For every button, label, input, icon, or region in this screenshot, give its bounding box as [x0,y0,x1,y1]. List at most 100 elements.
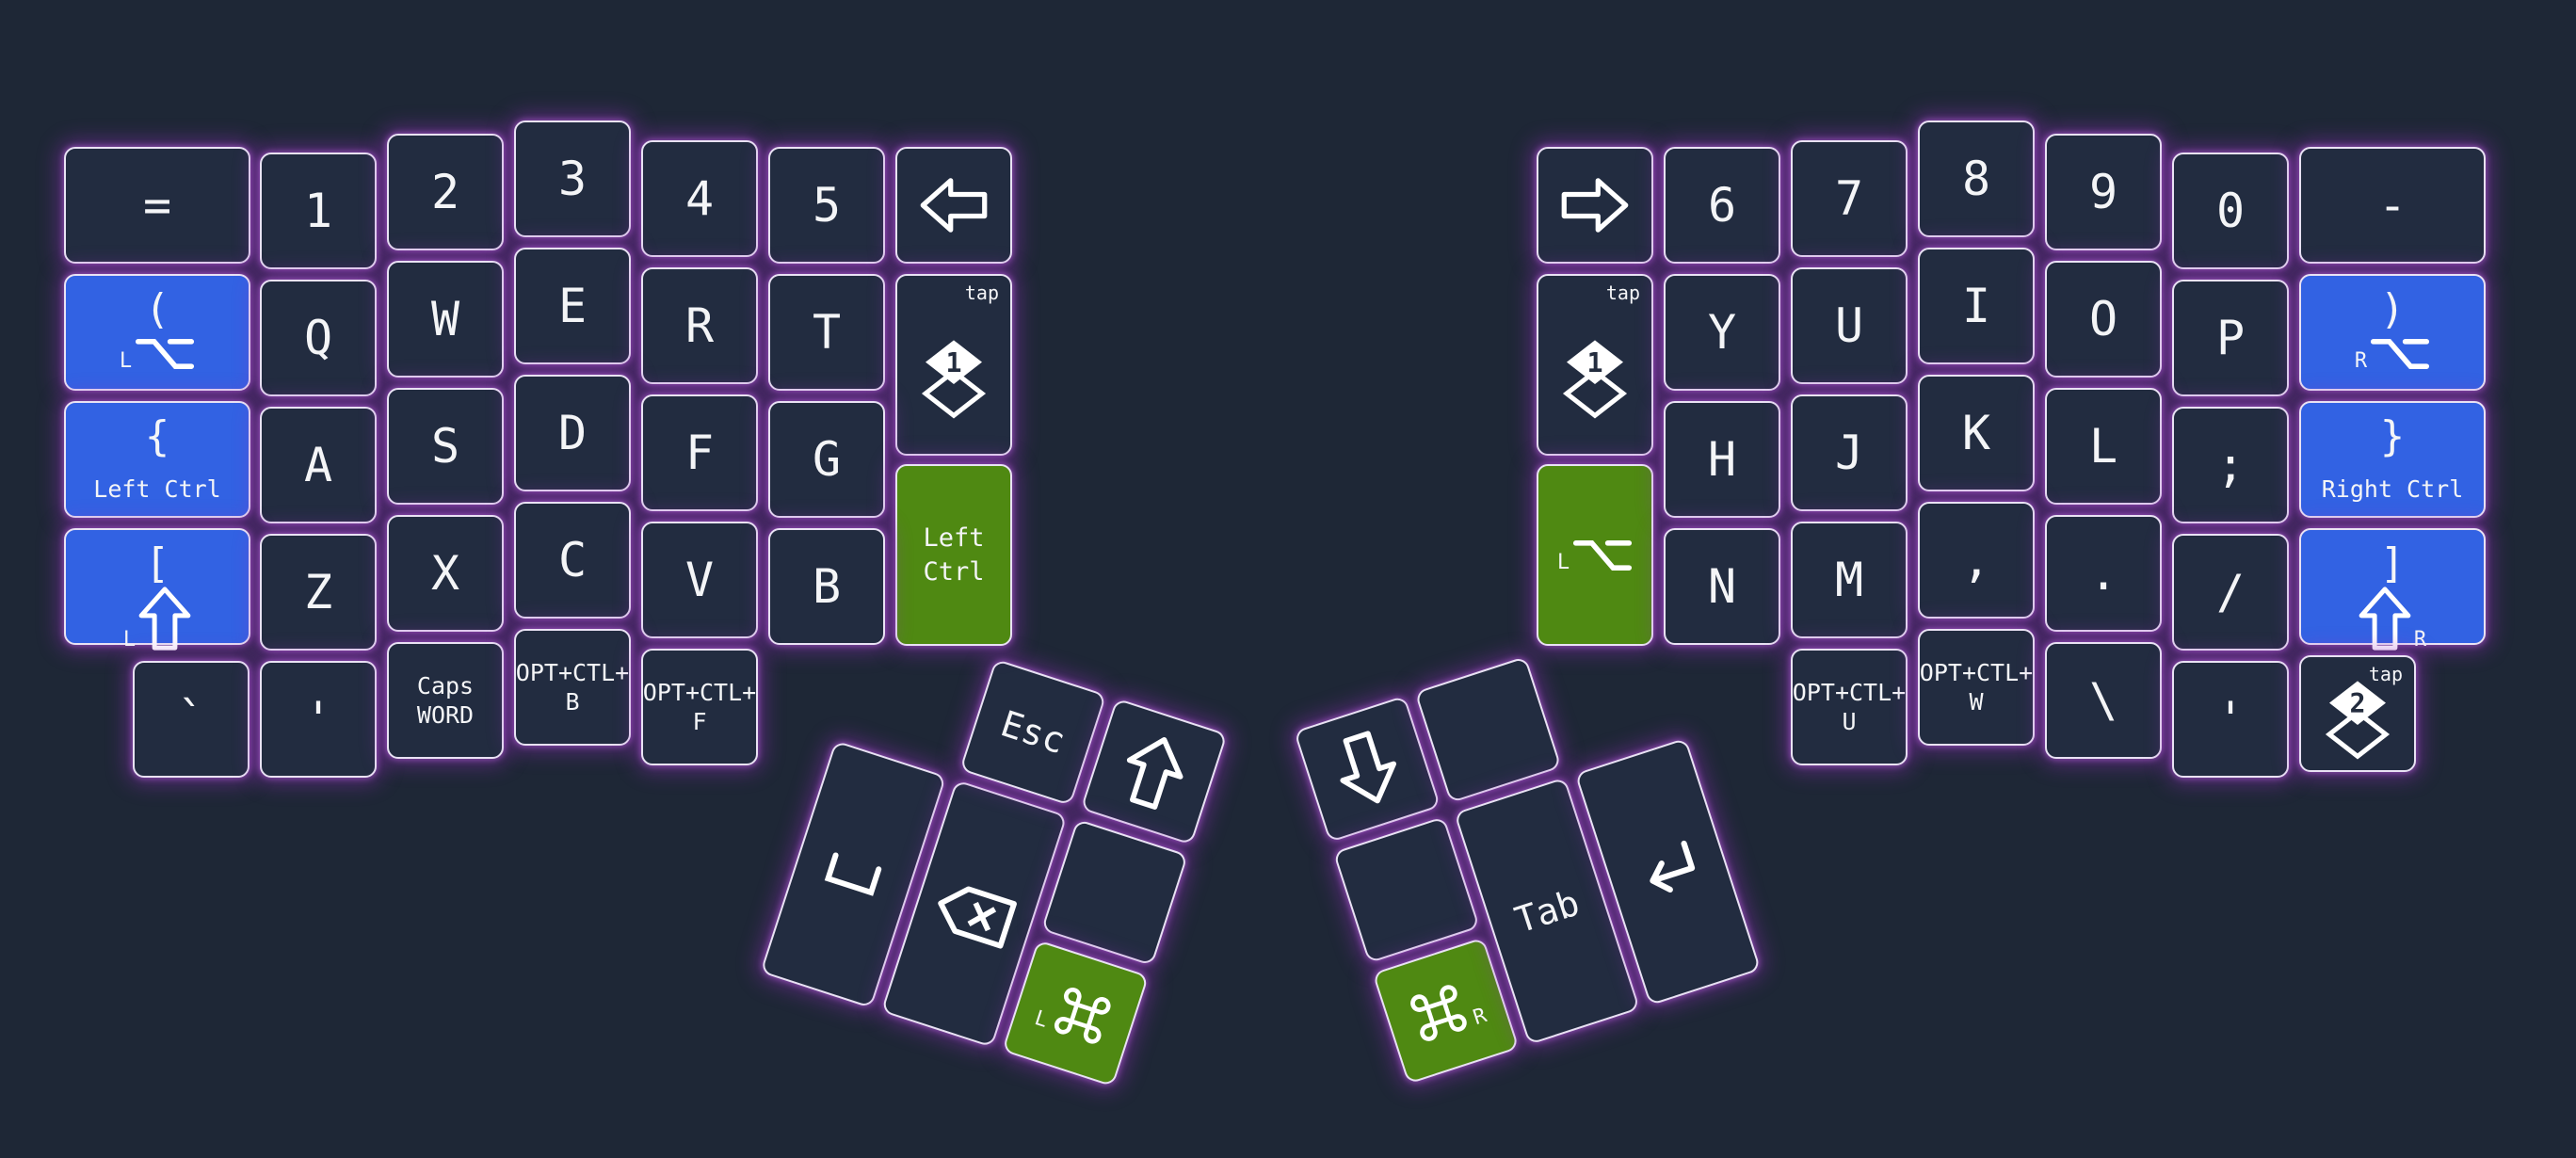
key-label: 1 [303,184,333,238]
key-opt-ctl-u[interactable]: OPT+CTL+U [1791,649,1908,765]
key-u[interactable]: U [1791,267,1908,384]
key-quote-left[interactable]: ' [260,661,377,778]
key-z[interactable]: Z [260,534,377,651]
key-label: 3 [557,152,588,206]
key-icon-group [1114,728,1194,816]
key-3[interactable]: 3 [514,121,631,237]
key-label: OPT+CTL+W [1919,658,2034,716]
key-icon-group [929,877,1019,951]
tap-corner-label: tap [1605,281,1640,304]
key-left-opt-held[interactable]: L [1537,464,1653,646]
key-t[interactable]: T [768,274,885,391]
key-c[interactable]: C [514,502,631,619]
key-comma[interactable]: , [1918,502,2035,619]
key-y[interactable]: Y [1664,274,1780,391]
key-l[interactable]: L [2045,388,2162,505]
key-opt-ctl-f[interactable]: OPT+CTL+F [641,649,758,765]
key-w[interactable]: W [387,261,504,378]
opt-icon [1572,536,1633,575]
key-n[interactable]: N [1664,528,1780,645]
key-equal[interactable]: = [64,147,250,264]
key-grave[interactable]: ` [133,661,250,778]
key-1[interactable]: 1 [260,153,377,269]
tap-label: ] [2379,539,2406,587]
opt-icon [2370,334,2430,374]
key-o[interactable]: O [2045,261,2162,378]
key-label: C [557,533,588,587]
key-lbracket-left-shift[interactable]: [L [64,528,250,645]
key-label-line: Left [923,523,985,553]
key-g[interactable]: G [768,401,885,518]
key-j[interactable]: J [1791,394,1908,511]
key-period[interactable]: . [2045,515,2162,632]
key-7[interactable]: 7 [1791,140,1908,257]
key-rparen-right-opt[interactable]: )R [2299,274,2486,391]
key-icon-group: L [1031,974,1119,1053]
key-label: Z [303,565,333,619]
key-arrow-right[interactable] [1537,147,1653,264]
key-opt-ctl-b[interactable]: OPT+CTL+B [514,629,631,746]
key-p[interactable]: P [2172,280,2289,396]
key-5[interactable]: 5 [768,147,885,264]
shift-icon [2359,585,2411,652]
key-d[interactable]: D [514,375,631,491]
key-arrow-up[interactable] [1080,698,1228,845]
key-q[interactable]: Q [260,280,377,396]
shift-icon [138,585,191,652]
key-cmd-left[interactable]: L [1002,940,1150,1087]
key-lbrace-left-ctrl[interactable]: {Left Ctrl [64,401,250,518]
key-b[interactable]: B [768,528,885,645]
key-4[interactable]: 4 [641,140,758,257]
key-label-line: OPT+CTL+ [1919,658,2034,686]
key-x[interactable]: X [387,515,504,632]
key-lparen-left-opt[interactable]: (L [64,274,250,391]
key-v[interactable]: V [641,522,758,638]
key-esc[interactable]: Esc [959,658,1107,806]
key-thumb-blank-left[interactable] [1040,818,1188,967]
key-r[interactable]: R [641,267,758,384]
key-opt-ctl-w[interactable]: OPT+CTL+W [1918,629,2035,746]
key-6[interactable]: 6 [1664,147,1780,264]
key-backspace[interactable] [895,147,1012,264]
key-8[interactable]: 8 [1918,121,2035,237]
key-9[interactable]: 9 [2045,134,2162,250]
key-cmd-right[interactable]: R [1372,937,1520,1085]
key-slash[interactable]: / [2172,534,2289,651]
key-label: N [1707,559,1737,614]
layer-number: 2 [2349,688,2365,719]
key-minus[interactable]: - [2299,147,2486,264]
key-0[interactable]: 0 [2172,153,2289,269]
key-label: ; [2215,438,2246,492]
key-h[interactable]: H [1664,401,1780,518]
key-label-line: F [692,708,707,735]
key-e[interactable]: E [514,248,631,364]
key-quote-right[interactable]: ' [2172,661,2289,778]
key-arrow-down[interactable] [1294,695,1441,843]
key-rbracket-right-shift[interactable]: ]R [2299,528,2486,645]
tap-label: ( [144,285,170,333]
key-rbrace-right-ctrl[interactable]: }Right Ctrl [2299,401,2486,518]
key-a[interactable]: A [260,407,377,523]
key-m[interactable]: M [1791,522,1908,638]
key-backslash[interactable]: \ [2045,642,2162,759]
key-thumb-blank-right-1[interactable] [1414,655,1562,804]
key-k[interactable]: K [1918,375,2035,491]
space-icon [821,849,885,899]
key-s[interactable]: S [387,388,504,505]
key-thumb-blank-right-2[interactable] [1332,816,1480,964]
key-2[interactable]: 2 [387,134,504,250]
key-f[interactable]: F [641,394,758,511]
key-label: D [557,406,588,460]
key-i[interactable]: I [1918,248,2035,364]
key-icon-group: 1 [919,337,989,422]
key-label: R [684,298,715,353]
key-label: U [1834,298,1864,353]
key-semicolon[interactable]: ; [2172,407,2289,523]
key-icon-group: 2 [2323,678,2392,763]
